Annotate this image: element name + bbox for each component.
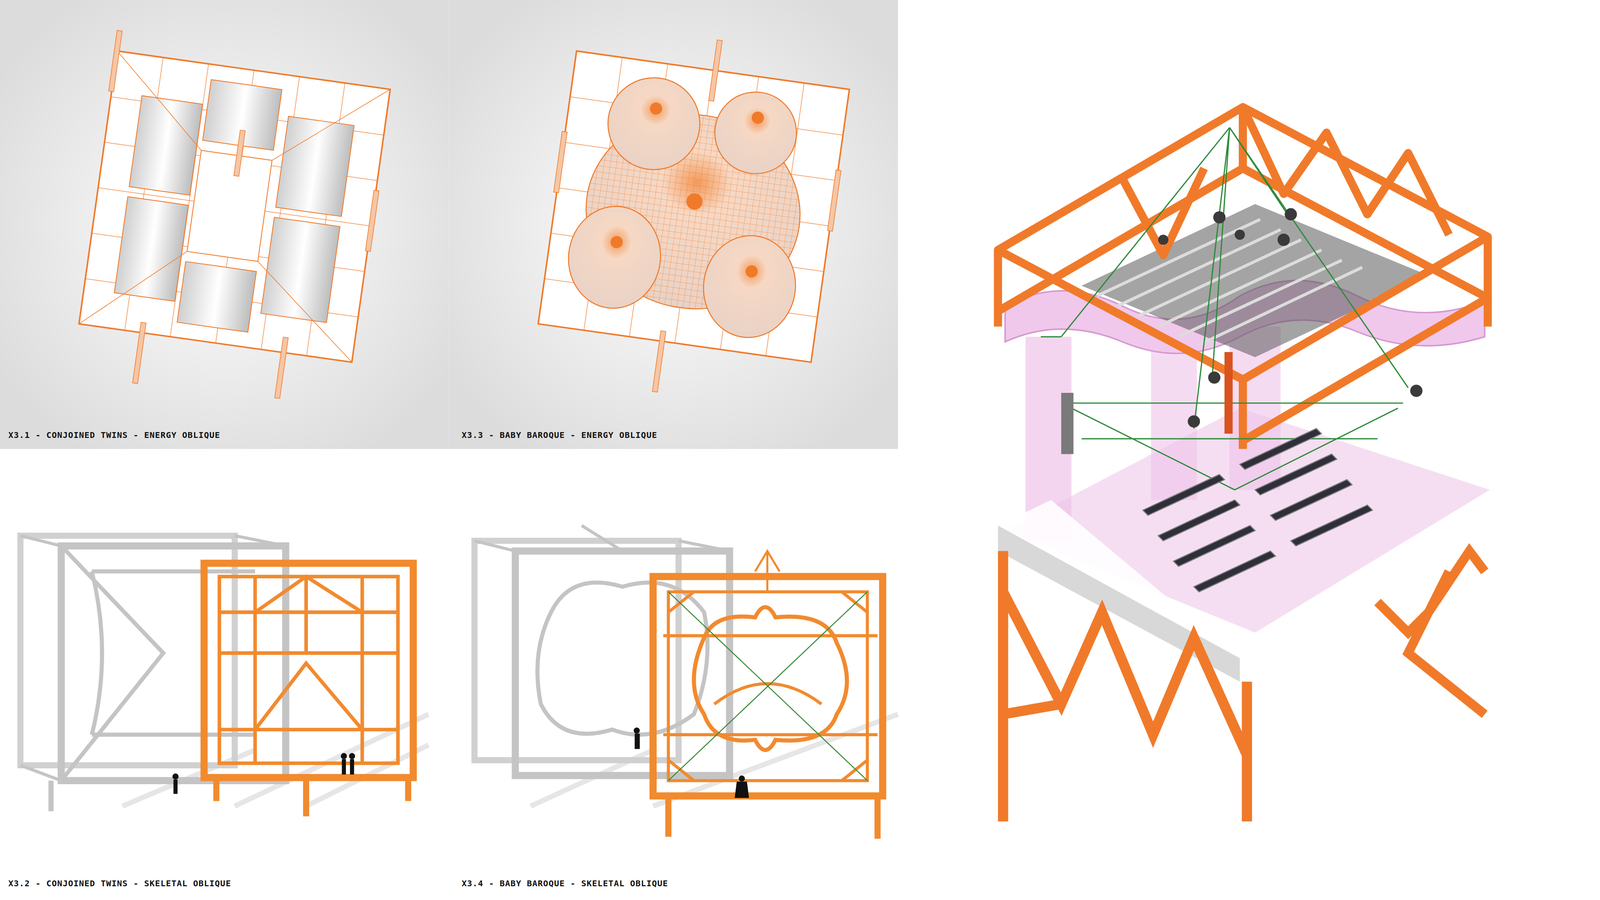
drawing-shape — [744, 264, 759, 279]
drawing-shape — [708, 40, 723, 102]
drawing-shape — [1187, 415, 1200, 428]
drawing-shape — [114, 196, 189, 302]
drawing-shape — [1002, 550, 1247, 822]
energy-panel-left — [0, 0, 898, 450]
drawing-shape — [1002, 591, 1247, 755]
drawing-shape — [1234, 229, 1245, 240]
drawing-shape — [350, 759, 355, 775]
drawing-shape — [697, 229, 803, 344]
figure-caption: X3.2 - CONJOINED TWINS - SKELETAL OBLIQU… — [8, 878, 232, 889]
drawing-shape — [1081, 204, 1429, 358]
drawing-shape — [20, 535, 286, 781]
drawing-shape — [1158, 500, 1240, 541]
drawing-shape — [738, 775, 745, 782]
drawing-shape — [177, 261, 257, 333]
drawing-shape — [652, 576, 883, 797]
drawing-shape — [709, 86, 802, 179]
drawing-shape — [693, 607, 847, 750]
drawing-shape — [474, 540, 679, 761]
drawing-shape — [634, 733, 640, 750]
drawing-shape — [1277, 233, 1290, 246]
drawing-shape — [79, 50, 391, 363]
drawing-shape — [48, 780, 54, 811]
baby-baroque-plan — [527, 20, 857, 414]
human-figure — [172, 752, 355, 794]
drawing-shape — [1255, 454, 1337, 495]
drawing-shape — [1193, 550, 1276, 592]
conjoined-twins-skeleton — [20, 535, 429, 817]
drawing-shape — [602, 71, 706, 176]
drawing-shape — [1284, 208, 1297, 221]
drawing-shape — [1040, 127, 1409, 490]
drawing-shape — [1213, 211, 1226, 224]
drawing-shape — [61, 545, 286, 781]
drawing-shape — [0, 0, 450, 450]
drawing-shape — [538, 50, 850, 363]
drawing-shape — [61, 545, 255, 781]
drawing-shape — [633, 727, 640, 734]
drawing-shape — [233, 130, 245, 177]
drawing-shape — [1377, 550, 1485, 715]
drawing-shape — [365, 190, 380, 252]
drawing-shape — [187, 150, 273, 262]
baby-baroque-skeleton — [474, 525, 898, 839]
drawing-shape — [1410, 384, 1423, 397]
drawing-shape — [538, 50, 850, 363]
drawing-shape — [1158, 234, 1169, 245]
drawing-shape — [1290, 505, 1373, 546]
drawing-shape — [173, 779, 178, 794]
figure-caption: X3.4 - BABY BAROQUE - SKELETAL OBLIQUE — [461, 878, 669, 889]
drawing-shape — [204, 563, 414, 778]
drawing-shape — [1122, 168, 1205, 255]
drawing-shape — [108, 30, 123, 92]
drawing-shape — [132, 322, 147, 384]
drawing-shape — [1002, 550, 1247, 822]
drawing-shape — [79, 50, 391, 363]
drawing-shape — [275, 116, 355, 217]
drawing-shape — [216, 777, 408, 817]
drawing-shape — [1173, 525, 1255, 567]
axonometric-section — [997, 107, 1490, 822]
drawing-shape — [129, 95, 203, 196]
drawing-shape — [1224, 352, 1233, 434]
drawing-shape — [341, 759, 346, 775]
drawing-shape — [219, 576, 399, 764]
drawing-shape — [663, 591, 878, 781]
drawing-shape — [649, 101, 663, 116]
drawing-shape — [668, 591, 868, 781]
drawing-shape — [449, 0, 899, 450]
drawing-shape — [1142, 428, 1373, 593]
drawing-shape — [1002, 704, 1062, 715]
drawing-shape — [1240, 428, 1322, 470]
drawing-shape — [1142, 474, 1225, 516]
conjoined-twins-plan — [68, 30, 396, 414]
drawing-shape — [1208, 371, 1221, 384]
drawing-shape — [750, 110, 765, 125]
drawing-shape — [609, 235, 624, 250]
drawing-shape — [755, 550, 780, 592]
drawing-shape — [79, 50, 391, 363]
drawing-shape — [685, 192, 704, 211]
drawing-shape — [474, 525, 730, 551]
drawing-shape — [340, 752, 348, 760]
drawing-shape — [1158, 208, 1423, 428]
drawing-shape — [652, 330, 667, 393]
drawing-shape — [827, 170, 842, 232]
human-figure — [633, 727, 750, 798]
figure-caption: X3.3 - BABY BAROQUE - ENERGY OBLIQUE — [461, 430, 658, 440]
drawing-shape — [734, 781, 749, 798]
drawing-shape — [668, 795, 878, 839]
drawing-shape — [997, 500, 1240, 659]
drawing-shape — [1242, 107, 1450, 235]
drawing-shape — [553, 131, 568, 193]
drawing-shape — [1061, 392, 1074, 455]
drawing-shape — [274, 337, 289, 399]
drawing-shape — [172, 773, 179, 780]
drawing-shape — [1270, 479, 1353, 521]
drawing-shape — [562, 200, 668, 315]
figure-caption: X3.1 - CONJOINED TWINS - ENERGY OBLIQUE — [8, 430, 221, 440]
drawing-shape — [349, 752, 356, 760]
